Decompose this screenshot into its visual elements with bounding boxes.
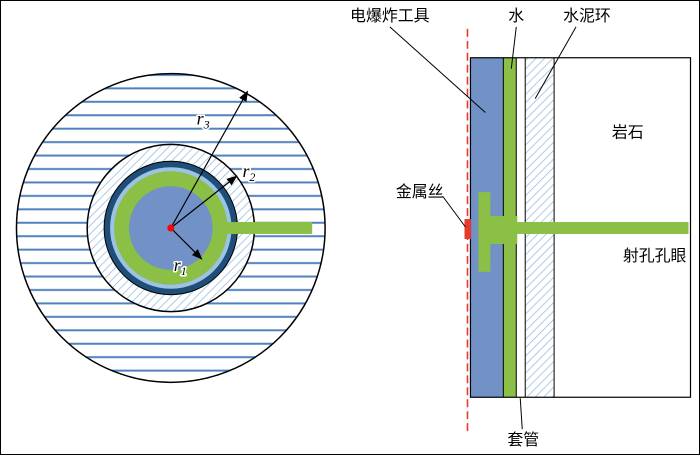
r1-label: r1: [174, 255, 187, 278]
water-label: 水: [508, 7, 524, 25]
r1-arrow: [170, 227, 203, 260]
metal-wire-label: 金属丝: [396, 183, 444, 201]
casing-leader-line: [519, 398, 523, 430]
center-dot: [167, 224, 175, 232]
cross-section-diagram: r3 r2 r1: [15, 72, 326, 384]
cement-leader-line: [534, 26, 577, 99]
perforation-bar-left: [226, 222, 313, 234]
perforation-hole-label: 射孔孔眼: [623, 247, 687, 265]
casing-label: 套管: [507, 431, 539, 449]
electrode-base: [478, 216, 518, 244]
rock-label: 岩石: [612, 123, 644, 141]
r2-label: r2: [242, 161, 255, 184]
water-leader-line: [510, 26, 517, 69]
tool-label: 电爆炸工具: [350, 6, 430, 25]
tool-leader-line: [389, 26, 486, 113]
perforation-bar-right: [516, 222, 689, 234]
wire-leader-line: [442, 195, 466, 228]
r2-arrow: [170, 175, 238, 229]
metal-wire: [464, 219, 471, 239]
cement-ring-label: 水泥环: [563, 7, 611, 25]
r3-label: r3: [197, 108, 210, 131]
axial-diagram: 电爆炸工具 水 水泥环 岩石 金属丝 射孔孔眼 套管: [350, 6, 692, 449]
r3-arrow: [170, 90, 249, 229]
